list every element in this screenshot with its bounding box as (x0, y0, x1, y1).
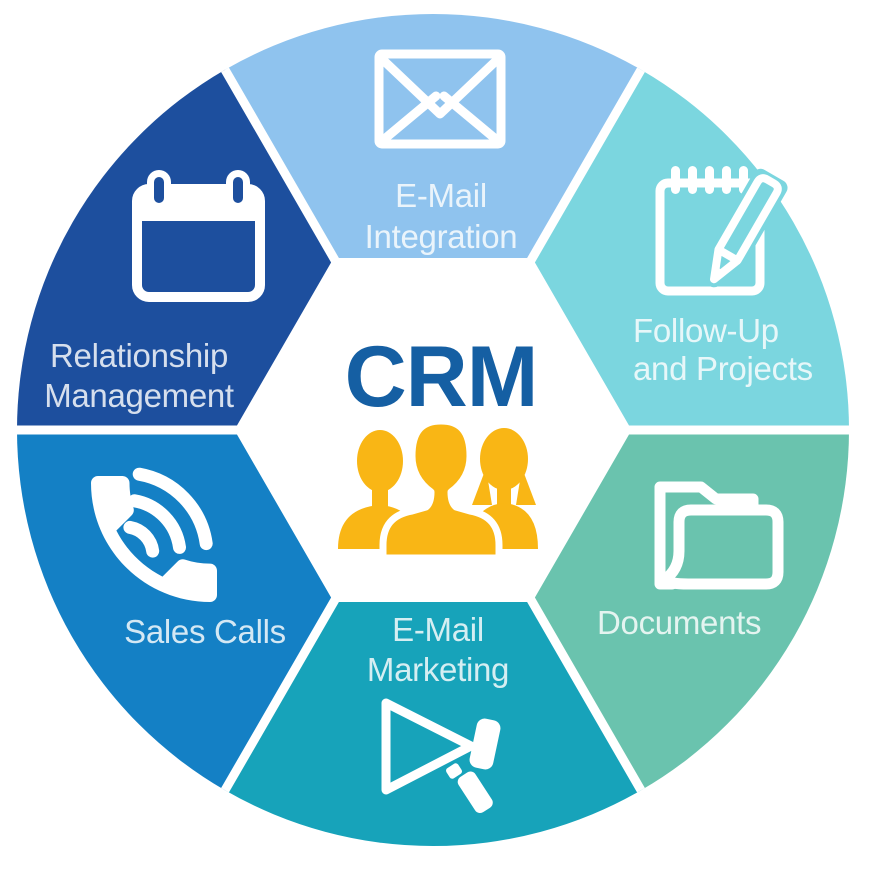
megaphone-icon (381, 698, 501, 814)
notepad-pencil-icon (655, 166, 788, 296)
phone-waves (123, 467, 213, 558)
segment-label-relationship-line1: Relationship (50, 337, 228, 374)
segment-email-integration (225, 13, 641, 430)
center-title: CRM (345, 329, 538, 425)
envelope-icon (374, 49, 506, 149)
segment-label-email-integration-line2: Integration (365, 218, 518, 255)
person-center (379, 417, 503, 562)
people-group-icon (338, 417, 538, 562)
segment-label-email-marketing-line2: Marketing (367, 651, 509, 688)
segment-email-marketing (225, 430, 641, 847)
segment-label-email-marketing-line1: E-Mail (392, 611, 484, 648)
folder-icon (654, 481, 784, 590)
phone-icon (91, 467, 217, 602)
segment-label-email-integration-line1: E-Mail (395, 177, 487, 214)
segment-label-documents-line1: Documents (597, 604, 761, 641)
segment-label-follow-up-line1: Follow-Up (633, 312, 779, 349)
segment-label-follow-up-line2: and Projects (633, 350, 813, 387)
segment-label-relationship-line2: Management (44, 377, 234, 414)
calendar-icon (132, 170, 265, 302)
segment-label-sales-calls-line1: Sales Calls (124, 613, 286, 650)
